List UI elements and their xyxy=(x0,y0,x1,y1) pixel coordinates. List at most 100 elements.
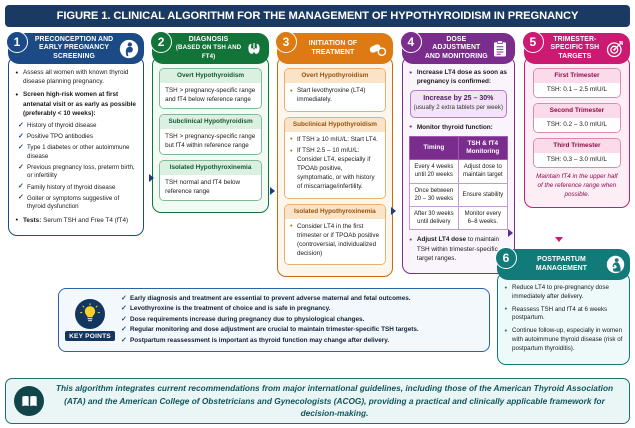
key-point-item: Early diagnosis and treatment are essent… xyxy=(121,294,482,305)
postpartum-item: Reduce LT4 to pre-pregnancy dose immedia… xyxy=(504,284,623,302)
step-5-title: TRIMESTER-SPECIFIC TSH TARGETS xyxy=(550,35,600,60)
subbox-body: Consider LT4 in the first trimester or i… xyxy=(284,218,385,264)
key-points-panel: KEY POINTS Early diagnosis and treatment… xyxy=(58,288,490,353)
treatment-hypothyroxinemia-box: Isolated Hypothyroxinemia Consider LT4 i… xyxy=(283,203,386,265)
subbox-body: TSH > pregnancy-specific range but fT4 w… xyxy=(160,129,261,154)
pills-capsule-icon xyxy=(367,38,389,60)
first-trimester-box: First Trimester TSH: 0.1 – 2.5 mIU/L xyxy=(532,68,621,98)
cell-monitoring: Monitor every 6–8 weeks. xyxy=(457,205,508,231)
col-header-timing: Timing xyxy=(408,136,459,161)
step-3-column: 3 INITIATION OF TREATMENT Overt Hypothyr… xyxy=(274,31,393,277)
step-2-header: 2 DIAGNOSIS (Based on TSH and fT4) xyxy=(150,31,269,64)
trimester-label: First Trimester xyxy=(533,69,620,83)
figure-title: FIGURE 1. CLINICAL ALGORITHM FOR THE MAN… xyxy=(5,5,630,27)
cell-timing: Once between 20 – 30 weeks xyxy=(408,182,459,207)
step-4-bullet-3-list: Adjust LT4 dose to maintain TSH within t… xyxy=(409,235,508,263)
step-4-bullet-2-list: Monitor thyroid function: xyxy=(409,122,508,132)
key-point-item: Levothyroxine is the treatment of choice… xyxy=(121,304,482,315)
treatment-item: Start levothyroxine (LT4) immediately. xyxy=(290,86,380,104)
step-2-column: 2 DIAGNOSIS (Based on TSH and fT4) Overt… xyxy=(150,31,269,213)
step-4-header: 4 DOSE ADJUSTMENT AND MONITORING xyxy=(399,31,515,64)
step-4-bullet-1-list: Increase LT4 dose as soon as pregnancy i… xyxy=(409,67,508,86)
step-4-bullet-3: Adjust LT4 dose to maintain TSH within t… xyxy=(409,235,508,263)
trimester-label: Third Trimester xyxy=(533,139,620,153)
col-header-monitoring: TSH & fT4 Monitoring xyxy=(457,136,508,161)
step-1-bullet-1: Assess all women with known thyroid dise… xyxy=(15,67,137,86)
step-4-bullet-1: Increase LT4 dose as soon as pregnancy i… xyxy=(409,67,508,86)
subbox-heading: Isolated Hypothyroxinemia xyxy=(160,161,261,175)
trimester-value: TSH: 0.2 – 3.0 mIU/L xyxy=(533,118,620,132)
clipboard-checklist-icon xyxy=(489,38,511,60)
tests-value: Serum TSH and Free T4 (fT4) xyxy=(43,216,129,224)
diagnosis-overt-box: Overt Hypothyroidism TSH > pregnancy-spe… xyxy=(159,68,262,109)
table-row: Every 4 weeks until 20 weeks Adjust dose… xyxy=(408,159,508,184)
step-1-bullets: Assess all women with known thyroid dise… xyxy=(15,67,137,118)
step-4-title: DOSE ADJUSTMENT AND MONITORING xyxy=(424,35,488,60)
step-2-title: DIAGNOSIS (Based on TSH and fT4) xyxy=(174,36,243,62)
cell-monitoring: Adjust dose to maintain target xyxy=(457,159,508,184)
step-1-bullet-2: Screen high-risk women at first antenata… xyxy=(15,90,137,118)
diagnosis-subclinical-box: Subclinical Hypothyroidism TSH > pregnan… xyxy=(159,114,262,155)
subbox-body: Start levothyroxine (LT4) immediately. xyxy=(284,83,385,111)
cell-timing: Every 4 weeks until 20 weeks xyxy=(408,159,459,184)
tests-line: Tests: Serum TSH and Free T4 (fT4) xyxy=(15,215,137,225)
step-2-number: 2 xyxy=(150,31,173,53)
subbox-heading: Overt Hypothyroidism xyxy=(284,69,385,83)
step-2-body: Overt Hypothyroidism TSH > pregnancy-spe… xyxy=(152,56,269,213)
step-4-column: 4 DOSE ADJUSTMENT AND MONITORING xyxy=(399,31,515,274)
third-trimester-box: Third Trimester TSH: 0.3 – 3.0 mIU/L xyxy=(532,138,621,168)
step-6-header: 6 POSTPARTUM MANAGEMENT xyxy=(495,247,630,280)
step-6-bullets: Reduce LT4 to pre-pregnancy dose immedia… xyxy=(504,284,623,354)
postpartum-item: Continue follow-up, especially in women … xyxy=(504,327,623,353)
bullet-3-strong: Adjust LT4 dose xyxy=(416,236,467,244)
breastfeeding-mother-icon xyxy=(604,254,626,276)
trimester-value: TSH: 0.3 – 3.0 mIU/L xyxy=(533,153,620,167)
subbox-heading: Subclinical Hypothyroidism xyxy=(160,115,261,129)
step-1-title: PRECONCEPTION AND EARLY PREGNANCY SCREEN… xyxy=(34,35,114,60)
step-1-header: 1 PRECONCEPTION AND EARLY PREGNANCY SCRE… xyxy=(6,31,145,64)
key-points-badge: KEY POINTS xyxy=(64,299,116,342)
treatment-item: If TSH ≥ 10 mIU/L: Start LT4. xyxy=(290,134,380,144)
step-4-body: Increase LT4 dose as soon as pregnancy i… xyxy=(401,56,515,274)
subbox-heading: Overt Hypothyroidism xyxy=(160,69,261,83)
step-3-header: 3 INITIATION OF TREATMENT xyxy=(274,31,393,64)
step-1-checklist: History of thyroid disease Positive TPO … xyxy=(18,122,137,212)
cell-monitoring: Ensure stability xyxy=(457,182,508,207)
dose-increase-box: Increase by 25 – 30% (usually 2 extra ta… xyxy=(409,90,507,118)
dose-note: (usually 2 extra tablets per week) xyxy=(413,104,504,112)
trimester-value: TSH: 0.1 – 2.5 mIU/L xyxy=(533,83,620,97)
cell-timing: After 30 weeks until delivery xyxy=(408,205,459,231)
trimester-note: Maintain fT4 in the upper half of the re… xyxy=(536,173,618,198)
monitoring-table: Timing TSH & fT4 Monitoring Every 4 week… xyxy=(408,136,508,231)
subbox-body: TSH > pregnancy-specific range and fT4 b… xyxy=(160,83,261,108)
step-1-column: 1 PRECONCEPTION AND EARLY PREGNANCY SCRE… xyxy=(6,31,145,237)
step-1-number: 1 xyxy=(6,31,28,53)
check-item: Family history of thyroid disease xyxy=(18,183,137,193)
check-item: History of thyroid disease xyxy=(18,122,137,131)
step-6-column: 6 POSTPARTUM MANAGEMENT Reduce LT4 to pr… xyxy=(495,247,630,365)
dose-headline: Increase by 25 – 30% xyxy=(423,95,494,103)
pregnant-woman-icon xyxy=(118,38,140,60)
key-points-list: Early diagnosis and treatment are essent… xyxy=(116,294,482,346)
treatment-overt-box: Overt Hypothyroidism Start levothyroxine… xyxy=(283,68,386,112)
step-5-number: 5 xyxy=(521,31,544,53)
subbox-heading: Isolated Hypothyroxinemia xyxy=(284,204,385,219)
step-5-column: 5 TRIMESTER-SPECIFIC TSH TARGETS First T… xyxy=(521,31,630,209)
second-trimester-box: Second Trimester TSH: 0.2 – 3.0 mIU/L xyxy=(532,103,621,133)
key-points-label: KEY POINTS xyxy=(65,331,115,342)
diagnosis-hypothyroxinemia-box: Isolated Hypothyroxinemia TSH normal and… xyxy=(159,160,262,201)
tests-label: Tests: xyxy=(23,216,42,224)
subbox-body: If TSH ≥ 10 mIU/L: Start LT4. If TSH 2.5… xyxy=(284,131,385,198)
postpartum-item: Reassess TSH and fT4 at 6 weeks postpart… xyxy=(504,305,623,324)
step-1-body: Assess all women with known thyroid dise… xyxy=(8,56,145,237)
table-row: Once between 20 – 30 weeks Ensure stabil… xyxy=(408,182,508,207)
step-1-tests: Tests: Serum TSH and Free T4 (fT4) xyxy=(15,215,137,225)
key-point-item: Regular monitoring and dose adjustment a… xyxy=(121,325,482,336)
key-point-item: Dose requirements increase during pregna… xyxy=(121,315,482,326)
step-6-title: POSTPARTUM MANAGEMENT xyxy=(535,255,588,272)
step-3-body: Overt Hypothyroidism Start levothyroxine… xyxy=(276,56,393,277)
table-row: After 30 weeks until delivery Monitor ev… xyxy=(408,205,508,231)
step-4-bullet-2: Monitor thyroid function: xyxy=(409,122,508,132)
lightbulb-icon xyxy=(75,299,105,330)
